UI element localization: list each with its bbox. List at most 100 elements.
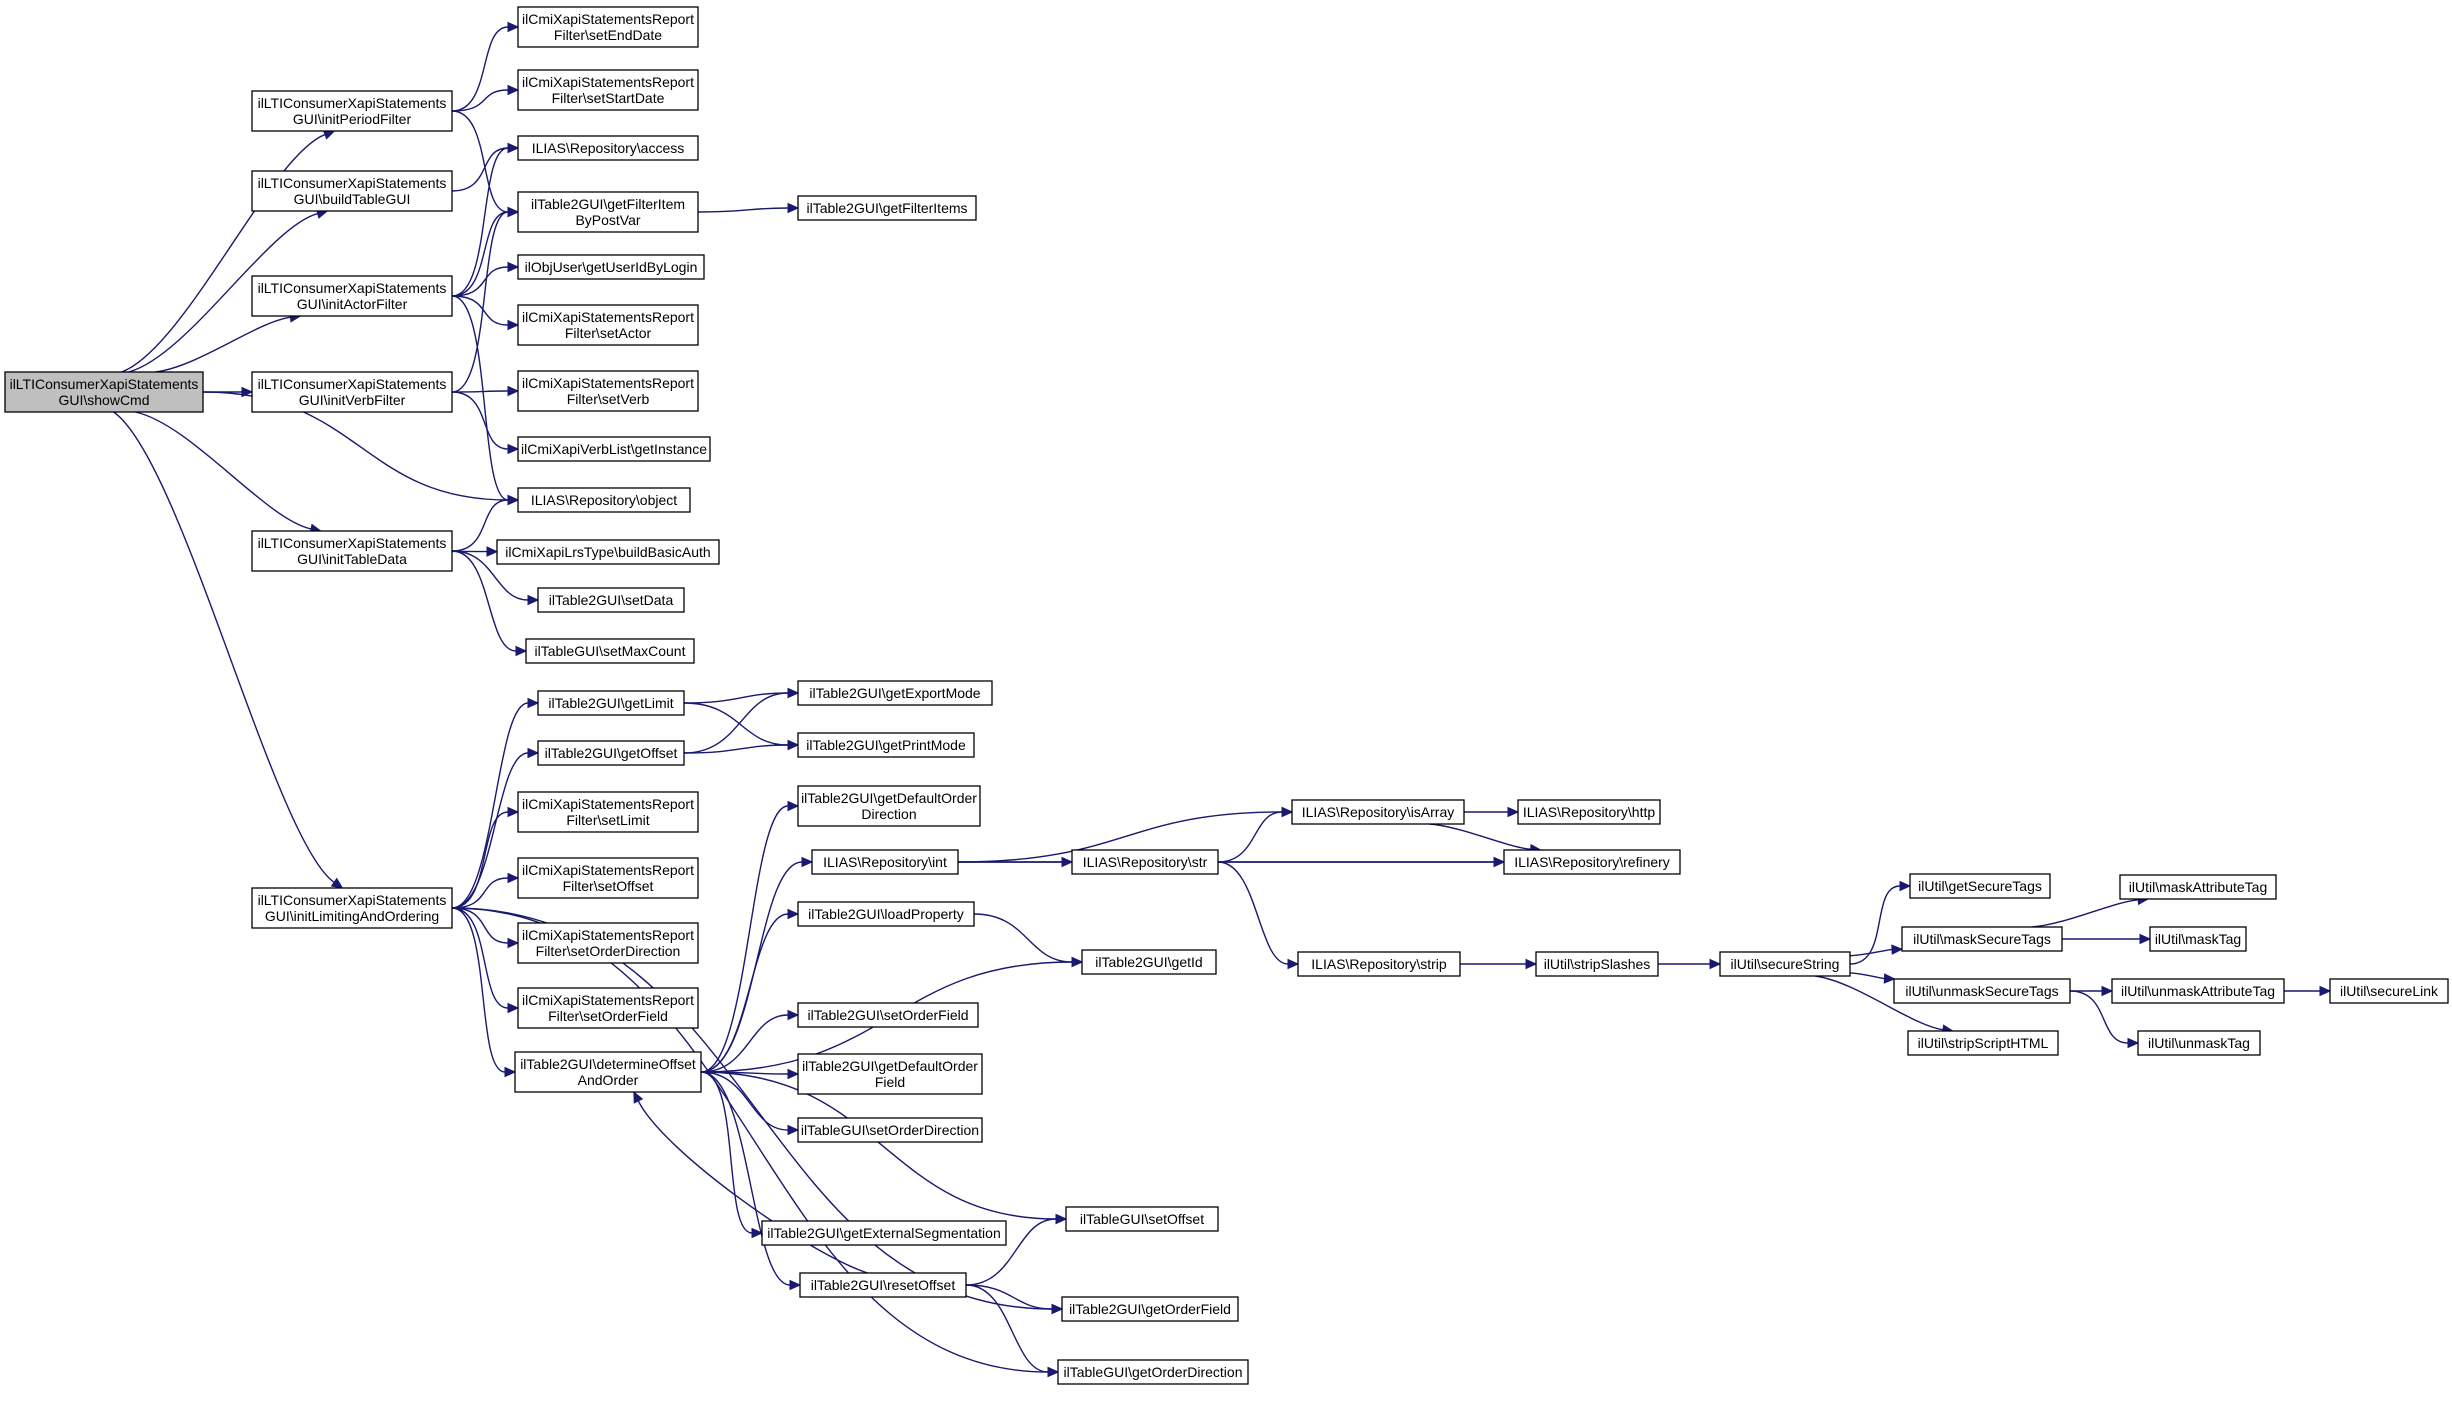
- node-box: [1061, 1296, 1239, 1322]
- node-maskTag[interactable]: ilUtil\maskTag: [2149, 926, 2247, 952]
- node-secureString[interactable]: ilUtil\secureString: [1719, 951, 1851, 977]
- node-rfSetOrderDirection[interactable]: ilCmiXapiStatementsReportFilter\setOrder…: [517, 922, 699, 964]
- edge-root-to-period: [121, 129, 336, 373]
- node-buildBasicAuth[interactable]: ilCmiXapiLrsType\buildBasicAuth: [496, 539, 720, 565]
- edge-determine-to-setOrderField: [700, 1009, 800, 1073]
- node-http[interactable]: ILIAS\Repository\http: [1517, 799, 1661, 825]
- node-box: [251, 170, 453, 212]
- node-box: [251, 90, 453, 132]
- node-tabledata[interactable]: ilLTIConsumerXapiStatementsGUI\initTable…: [251, 530, 453, 572]
- node-loadProperty[interactable]: ilTable2GUI\loadProperty: [797, 901, 975, 927]
- node-getUserId[interactable]: ilObjUser\getUserIdByLogin: [517, 254, 705, 280]
- node-label: GUI\initVerbFilter: [299, 392, 406, 408]
- node-box: [1057, 1359, 1249, 1385]
- node-verb[interactable]: ilLTIConsumerXapiStatementsGUI\initVerbF…: [251, 371, 453, 413]
- edge-root-to-tabledata: [135, 411, 322, 534]
- node-box: [517, 191, 699, 233]
- edge-unmaskSecureTags-to-unmaskTag: [2069, 990, 2140, 1049]
- node-str[interactable]: ILIAS\Repository\str: [1071, 849, 1219, 875]
- node-label: Direction: [861, 806, 916, 822]
- node-maskAttributeTag[interactable]: ilUtil\maskAttributeTag: [2119, 874, 2277, 900]
- node-label: ilTable2GUI\getDefaultOrder: [801, 790, 977, 806]
- node-label: ilUtil\unmaskSecureTags: [1905, 983, 2058, 999]
- node-box: [799, 1272, 967, 1298]
- node-label: ilObjUser\getUserIdByLogin: [525, 259, 698, 275]
- node-setMaxCount[interactable]: ilTableGUI\setMaxCount: [525, 638, 695, 664]
- node-getSecureTags[interactable]: ilUtil\getSecureTags: [1909, 873, 2051, 899]
- node-label: ilTable2GUI\getPrintMode: [806, 737, 966, 753]
- edge-tabledata-to-object: [451, 494, 520, 552]
- node-box: [797, 1002, 979, 1028]
- node-setOrderDirection[interactable]: ilTableGUI\setOrderDirection: [797, 1117, 983, 1143]
- node-getInstance[interactable]: ilCmiXapiVerbList\getInstance: [517, 436, 711, 462]
- node-setEndDate[interactable]: ilCmiXapiStatementsReportFilter\setEndDa…: [517, 6, 699, 48]
- node-getFilterItems[interactable]: ilTable2GUI\getFilterItems: [797, 195, 977, 221]
- node-getExternalSegmentation[interactable]: ilTable2GUI\getExternalSegmentation: [761, 1220, 1007, 1246]
- node-label: ILIAS\Repository\object: [531, 492, 677, 508]
- node-getPrintMode[interactable]: ilTable2GUI\getPrintMode: [797, 732, 975, 758]
- node-strip[interactable]: ILIAS\Repository\strip: [1297, 951, 1461, 977]
- edge-unmaskAttributeTag-to-secureLink: [2283, 985, 2332, 997]
- node-access[interactable]: ILIAS\Repository\access: [517, 135, 699, 161]
- node-setData[interactable]: ilTable2GUI\setData: [537, 587, 685, 613]
- node-setOffset[interactable]: ilTableGUI\setOffset: [1065, 1206, 1219, 1232]
- node-label: Filter\setVerb: [567, 391, 650, 407]
- node-unmaskAttributeTag[interactable]: ilUtil\unmaskAttributeTag: [2111, 978, 2285, 1004]
- node-label: ilCmiXapiVerbList\getInstance: [521, 441, 707, 457]
- node-rfSetOrderField[interactable]: ilCmiXapiStatementsReportFilter\setOrder…: [517, 987, 699, 1029]
- node-getOrderDirection[interactable]: ilTableGUI\getOrderDirection: [1057, 1359, 1249, 1385]
- node-int[interactable]: ILIAS\Repository\int: [811, 849, 959, 875]
- node-box: [1297, 951, 1461, 977]
- edge-maskSecureTags-to-maskTag: [2062, 933, 2152, 945]
- node-secureLink[interactable]: ilUtil\secureLink: [2329, 978, 2449, 1004]
- node-box: [797, 195, 977, 221]
- node-setStartDate[interactable]: ilCmiXapiStatementsReportFilter\setStart…: [517, 69, 699, 111]
- node-resetOffset[interactable]: ilTable2GUI\resetOffset: [799, 1272, 967, 1298]
- node-rfSetOffset[interactable]: ilCmiXapiStatementsReportFilter\setOffse…: [517, 857, 699, 899]
- node-label: ilTable2GUI\getLimit: [548, 695, 673, 711]
- node-setOrderField[interactable]: ilTable2GUI\setOrderField: [797, 1002, 979, 1028]
- node-label: AndOrder: [578, 1072, 639, 1088]
- node-isArray[interactable]: ILIAS\Repository\isArray: [1291, 799, 1465, 825]
- edge-loadProperty-to-getId: [973, 913, 1084, 968]
- node-getLimit[interactable]: ilTable2GUI\getLimit: [537, 690, 685, 716]
- node-label: GUI\initPeriodFilter: [293, 111, 412, 127]
- edge-strip-to-stripSlashes: [1460, 958, 1538, 970]
- node-label: ilTable2GUI\setData: [549, 592, 674, 608]
- node-actor[interactable]: ilLTIConsumerXapiStatementsGUI\initActor…: [251, 275, 453, 317]
- edge-getFilterItemByPostVar-to-getFilterItems: [697, 202, 800, 214]
- edge-determine-to-getExternalSegmentation: [700, 1071, 764, 1239]
- node-unmaskTag[interactable]: ilUtil\unmaskTag: [2137, 1030, 2261, 1056]
- node-label: ilTable2GUI\getFilterItem: [531, 196, 685, 212]
- node-label: ilTableGUI\setOffset: [1080, 1211, 1204, 1227]
- edge-actor-to-access: [451, 142, 520, 297]
- node-unmaskSecureTags[interactable]: ilUtil\unmaskSecureTags: [1893, 978, 2071, 1004]
- node-object[interactable]: ILIAS\Repository\object: [517, 487, 691, 513]
- node-limiting[interactable]: ilLTIConsumerXapiStatementsGUI\initLimit…: [251, 887, 453, 929]
- node-box: [517, 304, 699, 346]
- node-stripScriptHTML[interactable]: ilUtil\stripScriptHTML: [1907, 1030, 2059, 1056]
- node-getOrderField[interactable]: ilTable2GUI\getOrderField: [1061, 1296, 1239, 1322]
- node-build[interactable]: ilLTIConsumerXapiStatementsGUI\buildTabl…: [251, 170, 453, 212]
- node-refinery[interactable]: ILIAS\Repository\refinery: [1503, 849, 1681, 875]
- node-period[interactable]: ilLTIConsumerXapiStatementsGUI\initPerio…: [251, 90, 453, 132]
- node-box: [811, 849, 959, 875]
- node-maskSecureTags[interactable]: ilUtil\maskSecureTags: [1901, 926, 2063, 952]
- node-label: ilUtil\maskTag: [2155, 931, 2241, 947]
- node-label: ilTable2GUI\getExportMode: [809, 685, 980, 701]
- node-getExportMode[interactable]: ilTable2GUI\getExportMode: [797, 680, 993, 706]
- node-getId[interactable]: ilTable2GUI\getId: [1081, 949, 1217, 975]
- node-box: [517, 791, 699, 833]
- node-label: ilTable2GUI\getOffset: [545, 745, 678, 761]
- node-stripSlashes[interactable]: ilUtil\stripSlashes: [1535, 951, 1659, 977]
- node-getOffset[interactable]: ilTable2GUI\getOffset: [537, 740, 685, 766]
